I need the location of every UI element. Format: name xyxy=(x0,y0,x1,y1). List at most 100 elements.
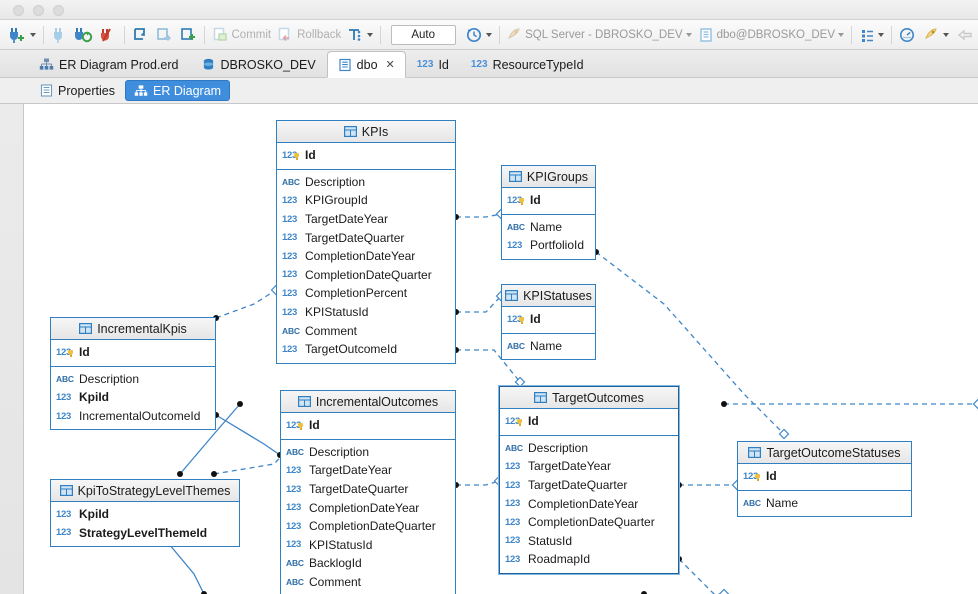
tab-resourcetypeid[interactable]: 123 ResourceTypeId xyxy=(460,51,595,78)
transaction-log-button[interactable] xyxy=(462,22,495,48)
tab-dbo[interactable]: dbo ✕ xyxy=(326,51,406,78)
edge-kpitothemes-incout[interactable] xyxy=(213,433,303,475)
edge-incrementalkpis-kpis[interactable] xyxy=(215,289,277,319)
chevron-down-icon[interactable] xyxy=(367,32,374,37)
edge-incrementalkpis-incout[interactable] xyxy=(215,414,281,456)
minimize-window-button[interactable] xyxy=(33,5,44,16)
new-sql-script-button[interactable] xyxy=(176,22,200,48)
close-window-button[interactable] xyxy=(13,5,24,16)
entity-table-header[interactable]: TargetOutcomeStatuses xyxy=(738,442,911,464)
chevron-down-icon[interactable] xyxy=(30,32,36,37)
edge-kpigroups-right[interactable] xyxy=(595,251,785,435)
edge-kpis-targetoutcomes[interactable] xyxy=(456,349,521,383)
chevron-down-icon[interactable] xyxy=(485,32,492,37)
tab-er-diagram-prod[interactable]: ER Diagram Prod.erd xyxy=(28,51,190,78)
entity-table-header[interactable]: KPIs xyxy=(277,121,455,143)
chevron-down-icon[interactable] xyxy=(685,32,692,37)
sql-editor-button[interactable] xyxy=(128,22,152,48)
edge-kpitothemes-kpis[interactable] xyxy=(179,403,241,475)
refresh-connection-button[interactable] xyxy=(70,22,96,48)
subtab-er-diagram[interactable]: ER Diagram xyxy=(124,80,231,101)
edge-kpis-kpistatuses[interactable] xyxy=(456,295,502,313)
disconnect-button[interactable] xyxy=(96,22,120,48)
edge-kpitothemes-bottom[interactable] xyxy=(163,537,205,594)
edge-incout-targetoutcomes[interactable] xyxy=(456,480,500,486)
edge-targetoutcomes-bottom[interactable] xyxy=(678,558,724,594)
maximize-window-button[interactable] xyxy=(53,5,64,16)
entity-table-header[interactable]: KPIStatuses xyxy=(502,285,595,307)
chevron-down-icon[interactable] xyxy=(877,32,884,37)
entity-table-header[interactable]: KpiToStrategyLevelThemes xyxy=(51,480,239,502)
subtab-properties[interactable]: Properties xyxy=(32,80,123,101)
entity-table-header[interactable]: TargetOutcomes xyxy=(500,387,678,409)
active-schema-selector[interactable]: dbo@DBROSKO_DEV xyxy=(695,22,847,48)
entity-table-header[interactable]: IncrementalOutcomes xyxy=(281,391,455,413)
close-icon[interactable]: ✕ xyxy=(385,59,395,71)
run-script-button[interactable] xyxy=(919,22,952,48)
new-connection-button[interactable] xyxy=(4,22,39,48)
transaction-mode-button[interactable] xyxy=(344,22,376,48)
tab-dbrosko-dev[interactable]: DBROSKO_DEV xyxy=(190,51,327,78)
result-tabs-button[interactable] xyxy=(856,22,887,48)
open-sql-script-button[interactable] xyxy=(152,22,176,48)
edge-kpis-kpigroups[interactable] xyxy=(456,213,502,218)
dashboard-button[interactable] xyxy=(895,22,919,48)
tab-id[interactable]: 123 Id xyxy=(406,51,460,78)
chevron-down-icon[interactable] xyxy=(838,32,844,37)
entity-table-header[interactable]: KPIGroups xyxy=(502,166,595,188)
entity-table-header[interactable]: IncrementalKpis xyxy=(51,318,215,340)
connect-button[interactable] xyxy=(48,22,70,48)
active-datasource-selector[interactable]: SQL Server - DBROSKO_DEV xyxy=(503,22,694,48)
chevron-down-icon[interactable] xyxy=(943,32,949,37)
